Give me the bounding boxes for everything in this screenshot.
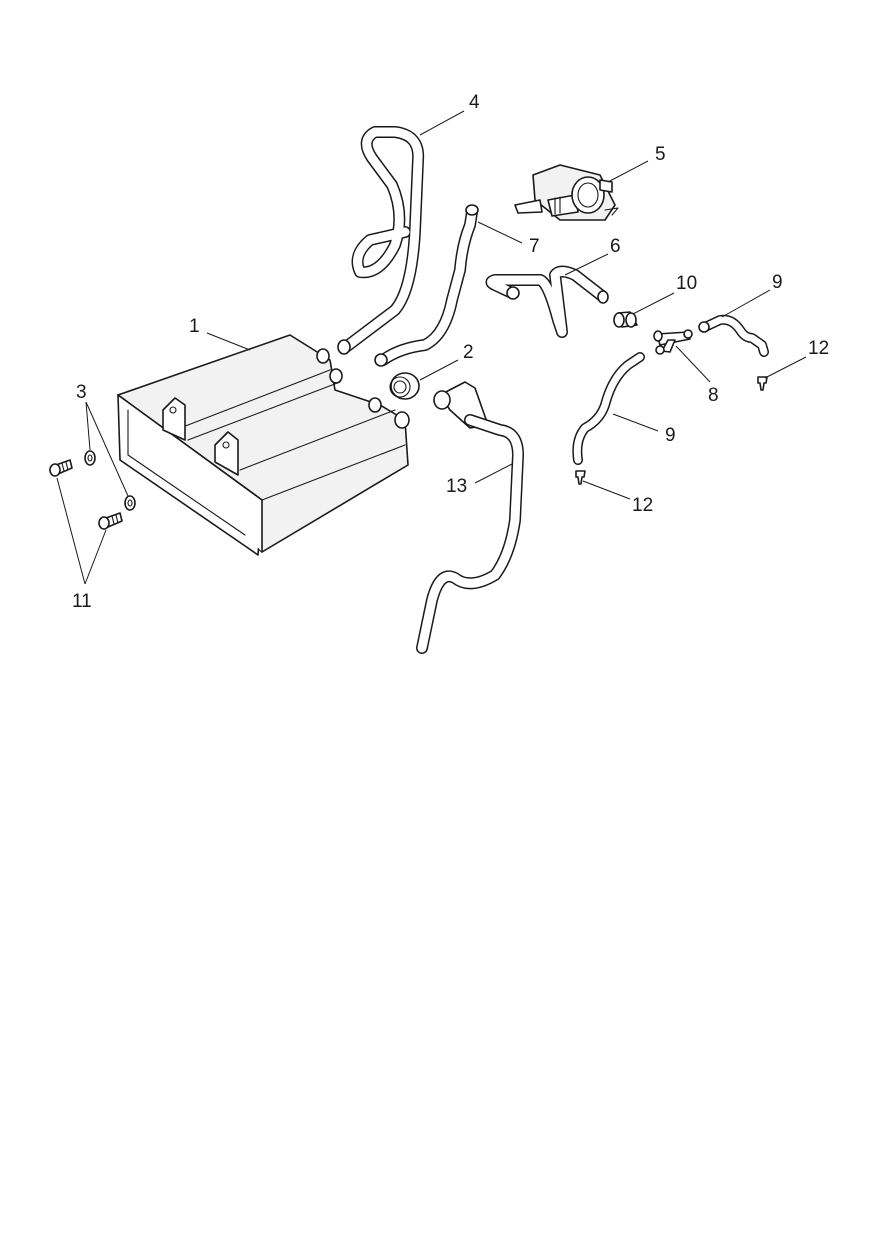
callout-12-lower: 12 — [632, 495, 653, 516]
canister-part — [117, 334, 410, 556]
callout-2: 2 — [463, 342, 474, 363]
grommet-part — [389, 372, 420, 400]
callout-9-upper: 9 — [772, 272, 783, 293]
callout-6: 6 — [610, 236, 621, 257]
screw-parts — [575, 376, 768, 485]
hose-9b-part — [572, 352, 645, 465]
callout-8: 8 — [708, 385, 719, 406]
washer-parts — [84, 450, 136, 511]
bolt-parts — [49, 459, 123, 530]
hose-4-part — [337, 126, 425, 355]
callout-labels: 1 2 3 4 5 6 7 8 9 9 10 11 12 12 13 — [72, 92, 829, 612]
callout-7: 7 — [529, 236, 540, 257]
hose-7-part — [374, 204, 479, 367]
callout-13: 13 — [446, 476, 467, 497]
callout-10: 10 — [676, 273, 697, 294]
hose-9a-part — [698, 314, 769, 357]
hose-6-part — [485, 265, 609, 338]
sleeve-10-part — [613, 311, 638, 328]
connector-8-part — [653, 329, 693, 355]
purge-valve-part — [514, 164, 619, 221]
callout-12-upper: 12 — [808, 338, 829, 359]
callout-3: 3 — [76, 382, 87, 403]
hose-13-part — [416, 381, 524, 654]
callout-11: 11 — [72, 591, 92, 612]
callout-5: 5 — [655, 144, 666, 165]
callout-1: 1 — [189, 316, 200, 337]
callout-9-lower: 9 — [665, 425, 676, 446]
callout-4: 4 — [469, 92, 480, 113]
leader-lines — [56, 110, 807, 585]
